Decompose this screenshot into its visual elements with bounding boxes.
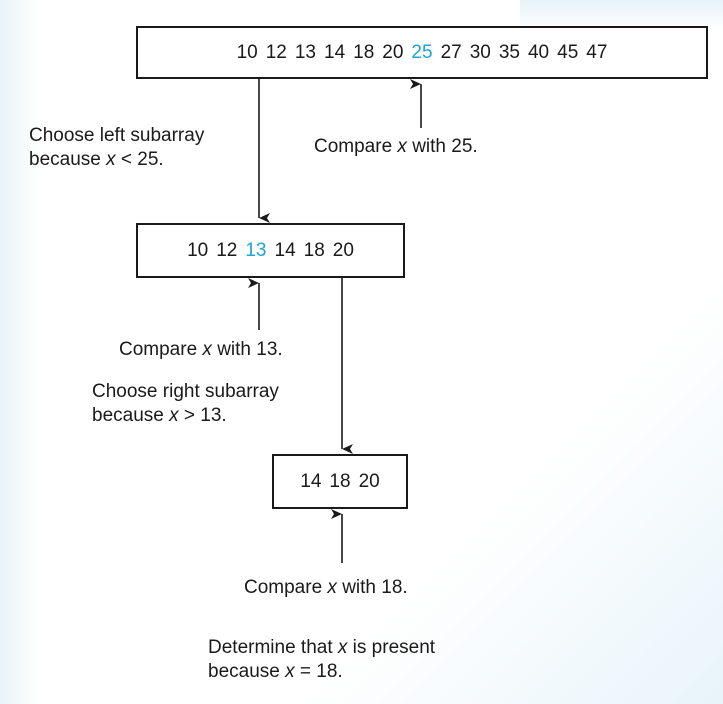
background-tint-left — [0, 0, 40, 704]
array-element: 13 — [294, 41, 316, 63]
label-choose-right: Choose right subarray because x > 13. — [92, 380, 279, 428]
label-compare-18: Compare x with 18. — [244, 576, 408, 600]
array-element-pivot: 13 — [245, 239, 267, 261]
label-text: < 25. — [115, 149, 164, 170]
array-element: 18 — [303, 239, 325, 261]
array-element: 18 — [329, 470, 351, 492]
array-element: 27 — [440, 41, 462, 63]
array-element: 35 — [498, 41, 520, 63]
label-line: because x = 18. — [208, 660, 435, 684]
label-text: Compare — [119, 339, 203, 360]
array-element: 14 — [300, 470, 322, 492]
variable-x: x — [337, 637, 348, 658]
array-element: 20 — [332, 239, 354, 261]
array-element: 14 — [324, 41, 346, 63]
array-element: 30 — [469, 41, 491, 63]
label-text: Compare — [314, 136, 398, 157]
label-line: Choose left subarray — [29, 125, 205, 146]
array-element: 45 — [557, 41, 579, 63]
label-text: because — [92, 405, 170, 426]
array-element: 18 — [353, 41, 375, 63]
label-text: = 18. — [294, 661, 343, 682]
array-element: 40 — [527, 41, 550, 63]
array-element: 12 — [265, 41, 287, 63]
array-element: 14 — [274, 239, 296, 261]
label-text: because — [29, 149, 107, 170]
array-right-subarray: 14 18 20 — [272, 454, 408, 509]
label-choose-left: Choose left subarray because x < 25. — [29, 124, 204, 172]
array-element: 10 — [236, 41, 258, 63]
variable-x: x — [202, 339, 212, 360]
array-element: 20 — [358, 470, 380, 492]
label-determine-present: Determine that x is present because x = … — [208, 636, 435, 684]
label-line: Choose right subarray — [92, 381, 279, 402]
array-element: 47 — [586, 41, 608, 63]
label-line: Determine that x is present — [208, 636, 435, 660]
variable-x: x — [397, 136, 407, 157]
array-left-subarray: 10 12 13 14 18 20 — [136, 223, 405, 278]
label-text: > 13. — [178, 405, 227, 426]
array-element: 12 — [216, 239, 238, 261]
label-text: with 18. — [336, 577, 408, 598]
array-element: 10 — [187, 239, 209, 261]
variable-x: x — [106, 149, 116, 170]
variable-x: x — [327, 577, 337, 598]
label-text: is present — [347, 637, 436, 658]
label-text: with 13. — [211, 339, 283, 360]
background-tint-top — [520, 0, 723, 30]
array-full: 10 12 13 14 18 20 25 27 30 35 40 45 47 — [136, 26, 708, 79]
label-compare-25: Compare x with 25. — [314, 135, 478, 159]
variable-x: x — [169, 405, 179, 426]
array-element: 20 — [382, 41, 404, 63]
label-line: because x < 25. — [29, 148, 204, 172]
label-text: with 25. — [406, 136, 478, 157]
label-text: Determine that — [208, 637, 338, 658]
label-text: because — [208, 661, 286, 682]
label-text: Compare — [244, 577, 328, 598]
label-line: because x > 13. — [92, 404, 279, 428]
label-compare-13: Compare x with 13. — [119, 338, 283, 362]
array-element-pivot: 25 — [411, 41, 433, 63]
variable-x: x — [285, 661, 295, 682]
